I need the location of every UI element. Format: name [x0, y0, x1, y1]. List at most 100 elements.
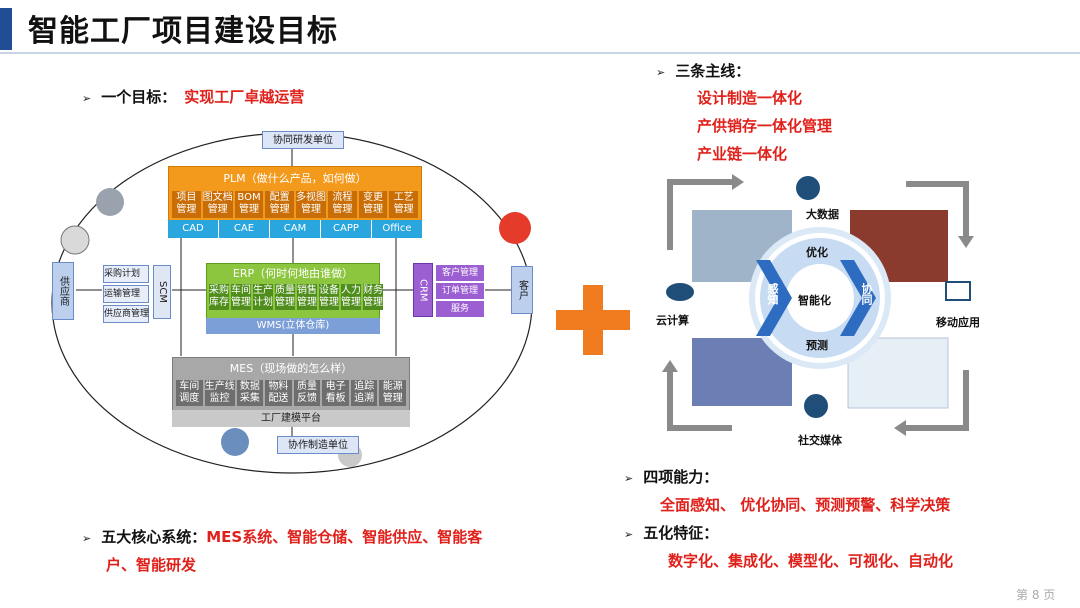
crm-item: 订单管理 — [436, 283, 484, 299]
features-bullet: ➢ 五化特征： — [624, 522, 718, 543]
arrow-bullet-icon: ➢ — [82, 92, 92, 105]
lines-label: 三条主线： — [675, 62, 751, 80]
plus-vertical-icon — [583, 285, 603, 355]
mes-cell: 电子 看板 — [322, 380, 349, 406]
mes-cell: 生产线 监控 — [204, 380, 235, 406]
worker-figure-icon — [96, 188, 124, 216]
title-accent-bar — [0, 8, 12, 50]
plm-cell: 多视图 管理 — [296, 191, 327, 218]
plm-cell: 流程 管理 — [328, 191, 357, 218]
handshake-figure-icon — [499, 212, 531, 244]
main-line-item: 产供销存一体化管理 — [697, 117, 833, 135]
erp-cell: 人力 管理 — [341, 284, 361, 310]
crm-item: 客户管理 — [436, 265, 484, 281]
cad-cell: CAM — [270, 220, 321, 238]
big-data-icon — [796, 176, 820, 200]
mes-cell: 物料 配送 — [265, 380, 292, 406]
social-network-icon — [804, 394, 828, 418]
wheel-center-label: 智能化 — [798, 294, 831, 307]
mes-cell: 车间 调度 — [176, 380, 203, 406]
wheel-right-label: 协同 — [860, 283, 873, 305]
cycle-arrow-top-right — [906, 181, 969, 236]
mes-title: MES（现场做的怎么样） — [229, 362, 353, 375]
title-divider — [0, 52, 1080, 54]
mes-cell: 能源 管理 — [379, 380, 407, 406]
collab-rd-unit: 协同研发单位 — [262, 131, 344, 149]
crm-box: CRM — [413, 263, 433, 317]
plm-cell: BOM 管理 — [234, 191, 264, 218]
erp-cell: 财务 管理 — [363, 284, 383, 310]
mobile-app-label: 移动应用 — [936, 316, 980, 329]
abilities-bullet: ➢ 四项能力： — [624, 466, 718, 487]
page-number: 第 8 页 — [1016, 588, 1056, 602]
crm-item: 服务 — [436, 301, 484, 317]
bigdata-label: 大数据 — [806, 208, 839, 221]
cloud-computing-label: 云计算 — [656, 314, 689, 327]
abilities-label: 四项能力： — [643, 468, 719, 486]
plm-cell: 工艺 管理 — [389, 191, 419, 218]
gear-figure-icon — [60, 225, 90, 255]
main-line-item: 设计制造一体化 — [697, 89, 803, 107]
mes-cell: 数据 采集 — [236, 380, 264, 406]
wheel-center — [786, 264, 854, 332]
wheel-top-label: 优化 — [806, 246, 828, 259]
arrow-bullet-icon: ➢ — [624, 528, 634, 541]
social-media-label: 社交媒体 — [798, 434, 842, 447]
supplier-box: 供应商 — [52, 262, 74, 320]
plm-cell: 项目 管理 — [172, 191, 201, 218]
collab-mfg-unit: 协作制造单位 — [277, 436, 359, 454]
cycle-arrow-top-left — [667, 179, 732, 250]
scm-item: 采购计划 — [103, 265, 149, 283]
erp-cell: 销售 管理 — [297, 284, 317, 310]
cad-cell: CAPP — [321, 220, 372, 238]
wheel-left-arrow — [756, 260, 792, 336]
page-title: 智能工厂项目建设目标 — [28, 14, 338, 49]
factory-platform-bar: 工厂建模平台 — [172, 410, 410, 427]
cloud-icon — [666, 283, 694, 301]
scm-list: 采购计划 运输管理 供应商管理 — [103, 265, 149, 325]
scm-item: 供应商管理 — [103, 305, 149, 323]
core-value-line1: MES系统、智能仓储、智能供应、智能客 — [206, 528, 483, 546]
plm-cell: 配置 管理 — [265, 191, 295, 218]
goal-value: 实现工厂卓越运营 — [184, 88, 305, 106]
goal-bullet: ➢ 一个目标： 实现工厂卓越运营 — [82, 86, 304, 107]
arrowhead-icon — [958, 236, 974, 248]
features-label: 五化特征： — [643, 524, 719, 542]
cad-cell: CAE — [219, 220, 270, 238]
wheel-left-label: 感知 — [766, 283, 779, 305]
wheel-bottom-label: 预测 — [806, 339, 828, 352]
core-value-line2: 户、智能研发 — [106, 556, 197, 574]
scm-item: 运输管理 — [103, 285, 149, 303]
core-systems-bullet: ➢ 五大核心系统：MES系统、智能仓储、智能供应、智能客 — [82, 526, 482, 547]
arrow-bullet-icon: ➢ — [624, 472, 634, 485]
mes-cell: 质量 反馈 — [293, 380, 321, 406]
arrowhead-icon — [732, 174, 744, 190]
intelligence-wheel-svg — [662, 174, 974, 436]
main-lines-bullet: ➢ 三条主线： — [656, 60, 750, 81]
main-line-item: 产业链一体化 — [697, 145, 788, 163]
cad-tools-bar: CAD CAE CAM CAPP Office — [168, 220, 422, 238]
cad-cell: Office — [382, 223, 412, 234]
arrowhead-icon — [662, 360, 678, 372]
cycle-arrow-bottom-left — [667, 372, 732, 431]
arrow-bullet-icon: ➢ — [656, 66, 666, 79]
cycle-arrow-bottom-right — [906, 370, 969, 431]
erp-cell: 设备 管理 — [319, 284, 339, 310]
erp-title: ERP（何时何地由谁做） — [232, 267, 354, 280]
abilities-value: 全面感知、 优化协同、预测预警、科学决策 — [660, 496, 951, 514]
laptop-icon — [945, 281, 971, 301]
cad-cell: CAD — [168, 220, 219, 238]
plm-cell: 图文档 管理 — [202, 191, 233, 218]
goal-label: 一个目标： — [101, 88, 177, 106]
arrow-bullet-icon: ➢ — [82, 532, 92, 545]
features-value: 数字化、集成化、模型化、可视化、自动化 — [668, 552, 954, 570]
arrowhead-icon — [894, 420, 906, 436]
customer-box: 客户 — [511, 266, 533, 314]
wheel-right-arrow — [840, 260, 876, 336]
plm-cell: 变更 管理 — [358, 191, 388, 218]
erp-block: ERP（何时何地由谁做） 采购 库存 车间 管理 生产 计划 质量 管理 销售 … — [206, 263, 383, 321]
handshake-bottom-icon — [221, 428, 249, 456]
erp-cell: 质量 管理 — [275, 284, 295, 310]
core-label: 五大核心系统： — [101, 528, 207, 546]
erp-cell: 生产 计划 — [253, 284, 273, 310]
